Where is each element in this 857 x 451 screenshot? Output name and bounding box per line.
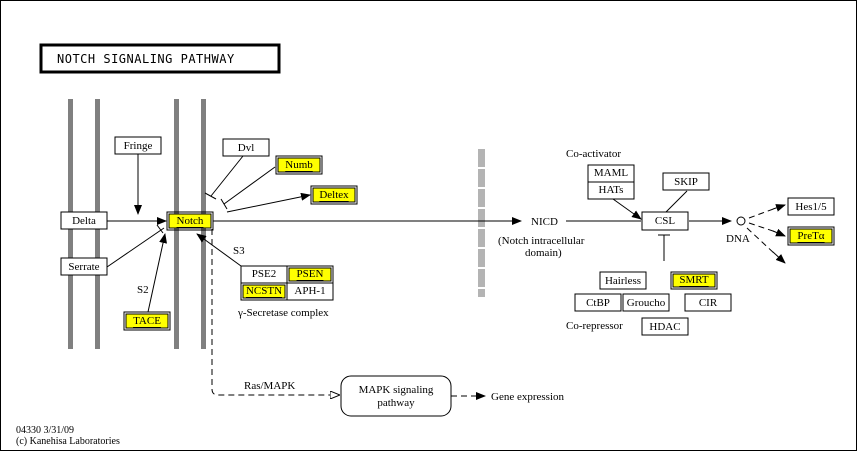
node-label: PreTα xyxy=(797,230,824,242)
label-dna: DNA xyxy=(726,233,750,245)
label-nicd-desc: domain) xyxy=(525,247,562,259)
edge-skip-csl xyxy=(664,190,688,214)
page-title: NOTCH SIGNALING PATHWAY xyxy=(57,52,235,66)
label-gene-expression: Gene expression xyxy=(491,391,565,403)
node-ctbp[interactable]: CtBP xyxy=(574,293,622,312)
node-ncstn[interactable]: NCSTN xyxy=(240,282,288,301)
node-label: Fringe xyxy=(124,140,153,152)
node-deltex[interactable]: Deltex xyxy=(310,185,358,205)
edge-serrate-tbar xyxy=(156,224,164,234)
node-label: PSEN xyxy=(297,268,324,280)
footer-copyright: (c) Kanehisa Laboratories xyxy=(16,436,120,447)
node-tace[interactable]: TACE xyxy=(123,311,171,331)
node-csl[interactable]: CSL xyxy=(641,211,689,231)
edge-serrate-notch xyxy=(106,227,165,268)
title-box: NOTCH SIGNALING PATHWAY xyxy=(39,43,281,74)
edge-numb-tbar xyxy=(220,198,228,210)
edge-dna-hes-head xyxy=(772,204,786,212)
node-label: NCSTN xyxy=(246,285,282,297)
node-label: Dvl xyxy=(238,142,255,154)
node-preta[interactable]: PreTα xyxy=(787,226,835,246)
node-label: MAPK signaling xyxy=(359,384,434,396)
node-label: SMRT xyxy=(679,274,709,286)
edge-dna-hes xyxy=(748,207,777,219)
edge-dna-preta-head xyxy=(772,228,786,237)
label-nicd: NICD xyxy=(531,216,558,228)
node-hes15[interactable]: Hes1/5 xyxy=(787,197,835,216)
label-corepressor: Co-repressor xyxy=(566,320,623,332)
gamma-secretase-complex: PSE2 PSEN NCSTN APH-1 xyxy=(240,265,334,301)
node-label: TACE xyxy=(133,315,161,327)
node-hairless[interactable]: Hairless xyxy=(599,271,647,290)
node-pse2[interactable]: PSE2 xyxy=(240,265,288,284)
node-fringe[interactable]: Fringe xyxy=(114,136,162,155)
footer-id-date: 04330 3/31/09 xyxy=(16,425,74,436)
node-label: Groucho xyxy=(627,297,666,309)
edge-dna-other xyxy=(746,227,777,256)
node-label: MAML xyxy=(594,167,629,179)
node-label: PSE2 xyxy=(252,268,276,280)
label-s2: S2 xyxy=(137,284,149,296)
node-delta[interactable]: Delta xyxy=(60,211,108,230)
node-psen[interactable]: PSEN xyxy=(286,265,334,284)
node-aph1[interactable]: APH-1 xyxy=(286,282,334,301)
node-notch[interactable]: Notch xyxy=(166,211,214,231)
node-label: APH-1 xyxy=(294,285,325,297)
node-maml[interactable]: MAML xyxy=(587,164,635,183)
node-smrt[interactable]: SMRT xyxy=(670,271,718,290)
node-numb[interactable]: Numb xyxy=(275,155,323,175)
node-label: Notch xyxy=(177,215,204,227)
edge-deltex xyxy=(226,192,311,213)
node-hats[interactable]: HATs xyxy=(587,181,635,200)
edge-ras-mapk xyxy=(211,229,339,396)
edge-secretase-notch xyxy=(196,233,242,267)
node-cir[interactable]: CIR xyxy=(684,293,732,312)
node-groucho[interactable]: Groucho xyxy=(622,293,670,312)
edges xyxy=(106,154,786,400)
node-label: Delta xyxy=(72,215,96,227)
label-coactivator: Co-activator xyxy=(566,148,621,160)
node-hdac[interactable]: HDAC xyxy=(641,317,689,336)
node-skip[interactable]: SKIP xyxy=(662,172,710,191)
nuclear-membrane xyxy=(478,149,485,297)
node-label: CtBP xyxy=(586,297,610,309)
node-label: CIR xyxy=(699,297,718,309)
node-mapk-pathway[interactable]: MAPK signaling pathway xyxy=(340,375,452,417)
node-label: Serrate xyxy=(68,261,99,273)
edge-dna-other-head xyxy=(772,251,786,264)
node-label: HATs xyxy=(599,184,624,196)
node-label: HDAC xyxy=(649,321,680,333)
node-label: SKIP xyxy=(674,176,698,188)
node-label: Numb xyxy=(285,159,313,171)
edge-hats-csl xyxy=(612,198,642,220)
node-label: Hairless xyxy=(605,275,641,287)
label-gamma-secretase: γ-Secretase complex xyxy=(237,307,329,319)
label-s3: S3 xyxy=(233,245,245,257)
node-dvl[interactable]: Dvl xyxy=(222,138,270,157)
label-nicd-desc: (Notch intracellular xyxy=(498,235,585,247)
edge-numb-notch xyxy=(223,166,276,205)
node-label: Deltex xyxy=(319,189,349,201)
edge-dvl-tbar xyxy=(204,192,217,200)
label-ras-mapk: Ras/MAPK xyxy=(244,380,295,392)
node-label: CSL xyxy=(655,215,675,227)
node-label: Hes1/5 xyxy=(795,201,827,213)
node-label: pathway xyxy=(377,397,415,409)
edge-dna-preta xyxy=(748,222,777,233)
dna-icon xyxy=(736,216,746,226)
node-serrate[interactable]: Serrate xyxy=(60,257,108,276)
edge-tace-notch xyxy=(147,233,167,313)
edge-dvl-notch xyxy=(210,155,244,197)
